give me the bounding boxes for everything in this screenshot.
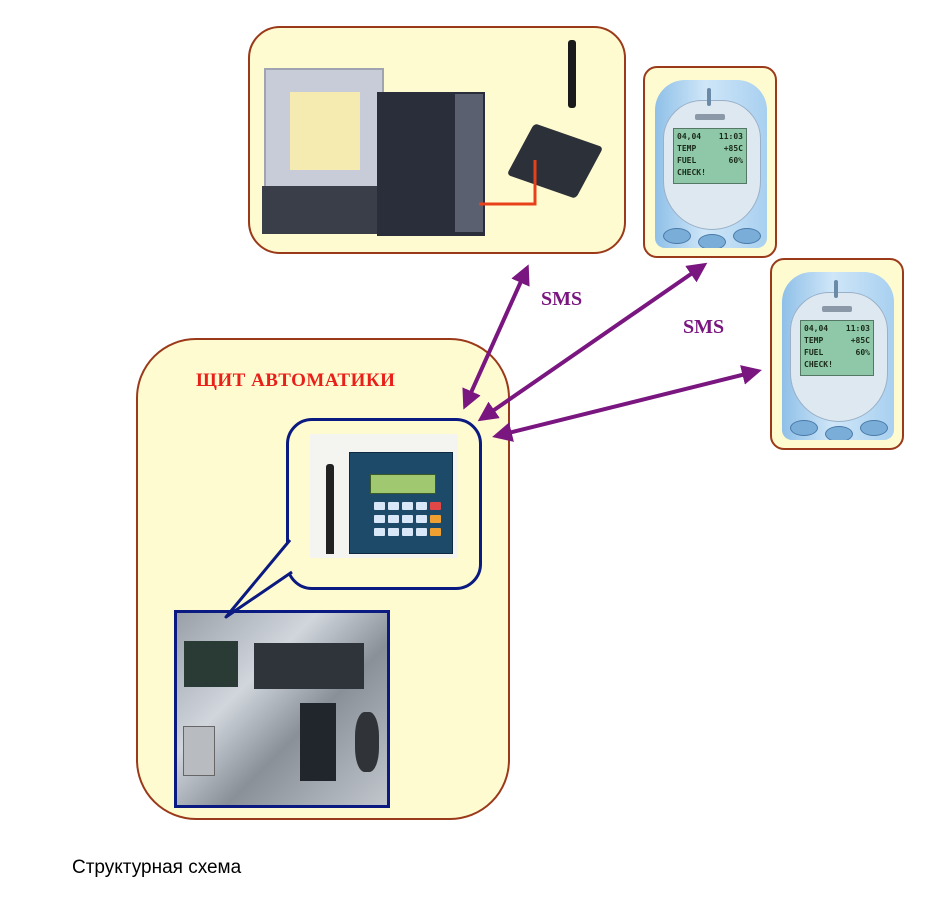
lcd-temp-label: TEMP [804, 336, 824, 345]
cabinet-plc-icon [254, 643, 364, 689]
phone-2-box: 04,04 11:03 TEMP +85C FUEL 60% CHECK! [770, 258, 904, 450]
lcd-time: 11:03 [845, 324, 870, 333]
lcd-temp-label: TEMP [677, 144, 697, 153]
phone-keypad [788, 412, 888, 440]
controller-key [402, 528, 413, 536]
cabinet-cable-coil-icon [355, 712, 379, 772]
lcd-fuel-value: 60% [728, 156, 743, 165]
cabinet-photo [174, 610, 390, 808]
phone-lcd: 04,04 11:03 TEMP +85C FUEL 60% CHECK! [673, 128, 747, 184]
lcd-date: 04,04 [804, 324, 829, 333]
phone-key [733, 228, 761, 244]
controller-key [388, 515, 399, 523]
earpiece-icon [834, 280, 838, 298]
controller-key [388, 528, 399, 536]
phone-key [790, 420, 818, 436]
phone-key [698, 234, 726, 248]
keyboard-icon [262, 186, 392, 234]
controller-key [416, 528, 427, 536]
phone-key [825, 426, 853, 440]
phone-key [663, 228, 691, 244]
phone-1-box: 04,04 11:03 TEMP +85C FUEL 60% CHECK! [643, 66, 777, 258]
lcd-temp-value: +85C [723, 144, 743, 153]
mobile-phone-icon: 04,04 11:03 TEMP +85C FUEL 60% CHECK! [655, 80, 767, 248]
lcd-date: 04,04 [677, 132, 702, 141]
lcd-fuel-value: 60% [855, 348, 870, 357]
pc-tower-front-icon [455, 94, 483, 232]
cabinet-power-unit-icon [300, 703, 336, 781]
controller-key [430, 528, 441, 536]
controller-antenna-icon [326, 464, 334, 554]
controller-key [374, 528, 385, 536]
phone-key [860, 420, 888, 436]
earpiece-icon [707, 88, 711, 106]
sms-label-1: SMS [541, 288, 583, 310]
sms-arrow-phone-1 [477, 262, 708, 422]
brand-logo [695, 114, 725, 120]
controller-key [416, 502, 427, 510]
controller-key [402, 502, 413, 510]
scada-screen-icon [290, 92, 360, 170]
controller-key [416, 515, 427, 523]
controller-lcd [370, 474, 436, 494]
lcd-check: CHECK! [804, 360, 833, 369]
controller-callout [286, 418, 482, 590]
phone-keypad [661, 220, 761, 248]
phone-lcd: 04,04 11:03 TEMP +85C FUEL 60% CHECK! [800, 320, 874, 376]
controller-key [430, 502, 441, 510]
controller-key [374, 515, 385, 523]
controller-key [388, 502, 399, 510]
cabinet-junction-box-icon [183, 726, 215, 776]
sms-label-2: SMS [683, 316, 725, 338]
controller-key [402, 515, 413, 523]
sms-arrow-phone-2 [492, 365, 762, 442]
lcd-check: CHECK! [677, 168, 706, 177]
diagram-caption: Структурная схема [72, 857, 242, 878]
modem-antenna-icon [568, 40, 576, 108]
brand-logo [822, 306, 852, 312]
mobile-phone-icon: 04,04 11:03 TEMP +85C FUEL 60% CHECK! [782, 272, 894, 440]
lcd-temp-value: +85C [850, 336, 870, 345]
controller-key [430, 515, 441, 523]
lcd-fuel-label: FUEL [677, 156, 697, 165]
panel-title: ЩИТ АВТОМАТИКИ [196, 370, 396, 391]
cabinet-controller-icon [184, 641, 238, 687]
lcd-fuel-label: FUEL [804, 348, 824, 357]
controller-key [374, 502, 385, 510]
lcd-time: 11:03 [718, 132, 743, 141]
